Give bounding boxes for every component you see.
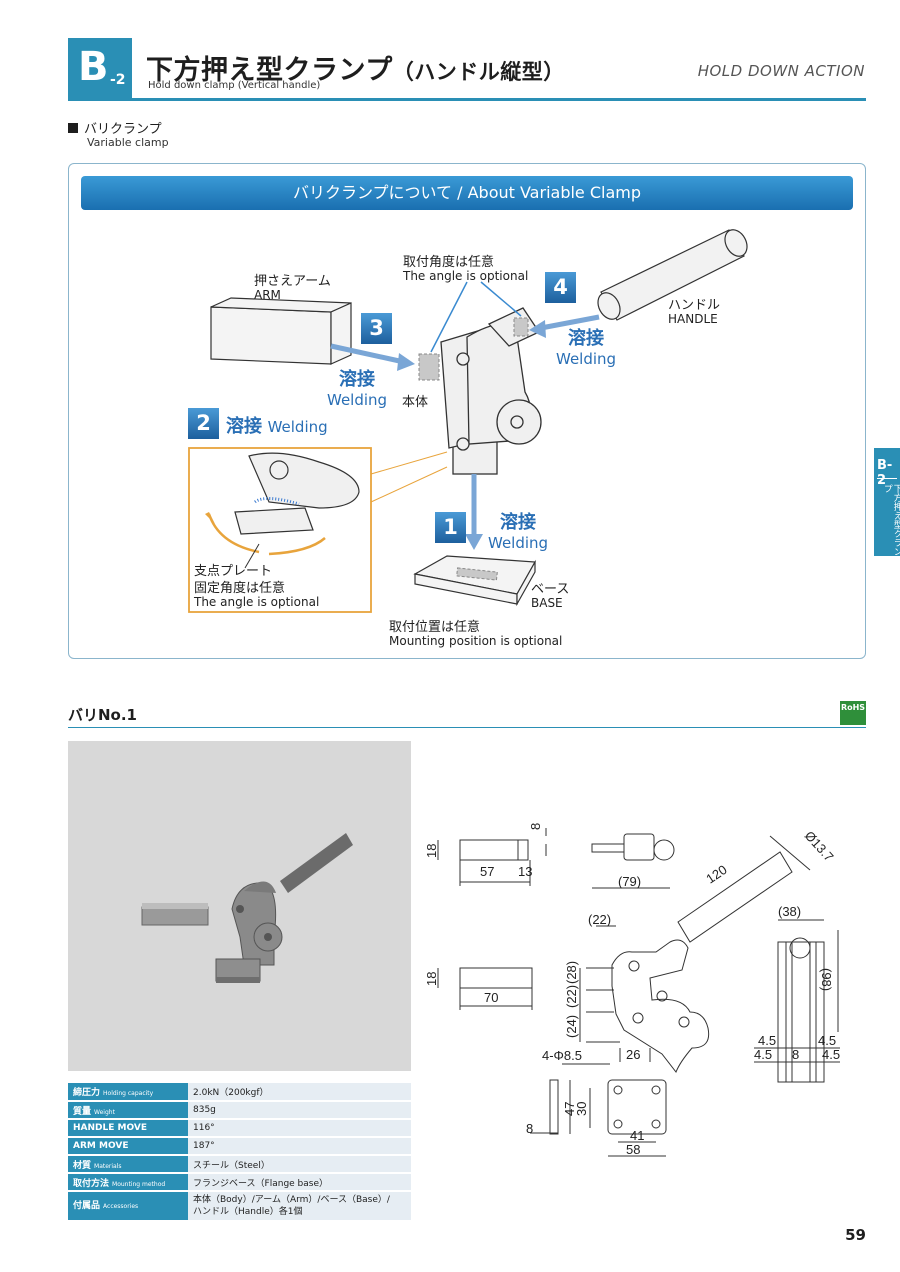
dim-18-a: 18 [424, 844, 439, 858]
dim-4-5-a: 4.5 [758, 1033, 776, 1048]
dim-24: (24) [564, 1015, 579, 1038]
spec-value: フランジベース（Flange base） [188, 1173, 411, 1192]
page-title: 下方押え型クランプ（ハンドル縦型） [146, 55, 565, 86]
dim-22: (22) [588, 912, 611, 927]
side-tab-code: B-2 [877, 458, 893, 488]
base-label-jp: ベース [531, 582, 570, 597]
section-subheading: Variable clamp [87, 136, 169, 149]
mount-label-jp: 取付位置は任意 [389, 620, 481, 635]
page-subtitle: Hold down clamp (Vertical handle) [148, 80, 321, 91]
dimension-drawing: 8 18 57 13 (79) 120 Ø13.7 (22) (38) 18 7… [424, 823, 840, 1157]
dim-47: 47 [562, 1102, 577, 1116]
dim-18-b: 18 [424, 972, 439, 986]
dim-38: (38) [778, 904, 801, 919]
spec-value: 187° [188, 1137, 411, 1156]
badge-letter: B [78, 44, 109, 90]
weld-label-2: 溶接 Welding [226, 416, 328, 437]
step-2-badge: 2 [188, 408, 219, 439]
dim-hole: 4-Φ8.5 [542, 1048, 582, 1063]
arm-label-en: ARM [254, 288, 281, 302]
step-1-badge: 1 [435, 512, 466, 543]
dim-120: 120 [703, 862, 729, 887]
product-photo [68, 741, 411, 1071]
dim-4-5-b: 4.5 [818, 1033, 836, 1048]
base-label-en: BASE [531, 596, 563, 610]
dim-8-top: 8 [528, 823, 543, 830]
badge-sub: -2 [110, 72, 126, 88]
dim-13: 13 [518, 864, 532, 879]
side-chapter-tab[interactable]: B-2 下方押え型クランプ [874, 448, 900, 556]
category-label: HOLD DOWN ACTION [697, 62, 865, 80]
header-divider [68, 98, 866, 101]
product-divider [68, 727, 866, 728]
page-title-paren: （ハンドル縦型） [392, 60, 565, 84]
angle-label-en: The angle is optional [403, 269, 529, 283]
handle-label-jp: ハンドル [668, 298, 721, 313]
dim-70: 70 [484, 990, 498, 1005]
dim-41: 41 [630, 1128, 644, 1143]
angle-label-jp: 取付角度は任意 [403, 255, 495, 270]
spec-value: 835g [188, 1101, 411, 1120]
dim-30: 30 [574, 1102, 589, 1116]
step-3-badge: 3 [361, 313, 392, 344]
dim-8-side: 8 [792, 1047, 799, 1062]
dim-13-7: Ø13.7 [802, 828, 837, 864]
spec-value: 2.0kN（200kgf） [188, 1083, 411, 1102]
dim-8-base: 8 [526, 1121, 533, 1136]
body-label-jp: 本体 [402, 395, 429, 410]
dim-4-5-d: 4.5 [822, 1047, 840, 1062]
fulcrum-plate-label: 支点プレート [194, 564, 273, 579]
fixed-angle-label-en: The angle is optional [194, 595, 320, 609]
spec-value: スチール（Steel） [188, 1155, 411, 1174]
mount-label-en: Mounting position is optional [389, 634, 563, 648]
product-title: バリNo.1 [68, 706, 137, 724]
dim-4-5-c: 4.5 [754, 1047, 772, 1062]
step-4-badge: 4 [545, 272, 576, 303]
handle-label-en: HANDLE [668, 312, 718, 326]
spec-value: 本体（Body）/アーム（Arm）/ベース（Base）/ハンドル（Handle）… [188, 1191, 411, 1222]
dim-57: 57 [480, 864, 494, 879]
panel-title-bar: バリクランプについて / About Variable Clamp [81, 176, 853, 210]
section-badge: B -2 [68, 38, 132, 100]
clamp-assembly-illustration [188, 229, 748, 613]
dim-79: (79) [618, 874, 641, 889]
page-number: 59 [845, 1226, 866, 1244]
arm-label-jp: 押さえアーム [254, 274, 331, 289]
dim-98: (98) [819, 968, 834, 991]
dim-58: 58 [626, 1142, 640, 1157]
dim-22-b: (22) [564, 985, 579, 1008]
side-tab-text: 下方押え型クランプ [881, 484, 900, 556]
dim-26: 26 [626, 1047, 640, 1062]
rohs-logo: RoHS [840, 701, 866, 725]
dim-28: (28) [564, 961, 579, 984]
spec-value: 116° [188, 1119, 411, 1138]
section-heading: バリクランプ [68, 118, 162, 137]
fixed-angle-label-jp: 固定角度は任意 [194, 581, 286, 596]
